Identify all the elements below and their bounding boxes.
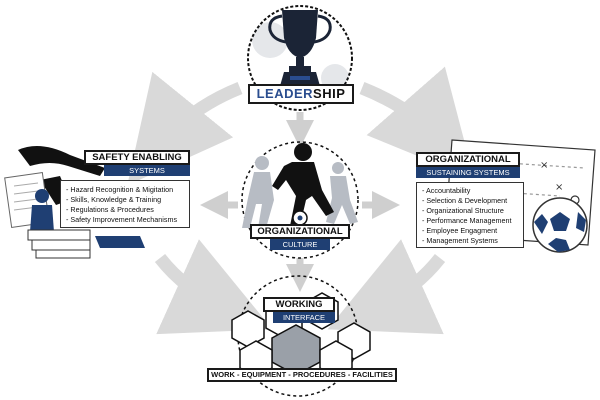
list-item: - Management Systems xyxy=(422,236,498,245)
list-item: - Hazard Recognition & Migitation xyxy=(66,185,174,194)
safety-enabling-subtitle: SYSTEMS xyxy=(104,165,190,176)
organizational-culture-title-text: ORGANIZATIONAL xyxy=(257,226,343,237)
working-interface-title: WORKING xyxy=(263,297,335,312)
list-item: - Organizational Structure xyxy=(422,206,504,215)
working-interface-footer-text: WORK - EQUIPMENT - PROCEDURES - FACILITI… xyxy=(211,370,393,379)
leadership-title-part1: LEADER xyxy=(256,86,314,101)
organizational-culture-subtitle-text: CULTURE xyxy=(282,240,318,249)
list-item: - Accountability xyxy=(422,186,471,195)
list-item: - Employee Engagment xyxy=(422,226,498,235)
organizational-culture-subtitle: CULTURE xyxy=(270,239,330,250)
list-item: - Selection & Development xyxy=(422,196,508,205)
safety-illustration xyxy=(4,146,145,259)
working-interface-title-text: WORKING xyxy=(275,299,323,310)
soccer-player-icon xyxy=(272,143,334,226)
organizational-sustaining-list: - Accountability - Selection & Developme… xyxy=(416,182,524,248)
working-interface-footer: WORK - EQUIPMENT - PROCEDURES - FACILITI… xyxy=(207,368,397,382)
list-item: - Performance Management xyxy=(422,216,512,225)
working-interface-subtitle-text: INTERFACE xyxy=(282,313,326,322)
organizational-sustaining-subtitle-text: SUSTAINING SYSTEMS xyxy=(426,168,510,177)
leadership-label: LEADERSHIP xyxy=(248,84,354,104)
arrow-leadership-to-safety xyxy=(127,71,243,186)
cycle-arrows xyxy=(127,66,475,335)
books-icon xyxy=(27,229,145,259)
person-silhouette-icon xyxy=(30,189,54,232)
arrow-leadership-to-organizational xyxy=(359,66,475,180)
list-item: - Safety Improvement Mechanisms xyxy=(66,215,178,224)
leadership-title-part2: SHIP xyxy=(313,86,346,101)
culture-node xyxy=(241,141,359,259)
working-interface-subtitle: INTERFACE xyxy=(273,312,335,323)
arrow-organizational-to-working xyxy=(327,239,446,335)
safety-enabling-title-text: SAFETY ENABLING xyxy=(92,152,182,163)
soccer-ball-icon xyxy=(292,210,308,226)
safety-enabling-title: SAFETY ENABLING xyxy=(84,150,190,165)
svg-text:×: × xyxy=(540,160,548,171)
trophy-icon xyxy=(268,10,332,86)
organizational-sustaining-title-text: ORGANIZATIONAL xyxy=(425,154,511,165)
soccer-ball-large-icon xyxy=(532,197,588,253)
safety-enabling-subtitle-text: SYSTEMS xyxy=(129,166,165,175)
list-item: - Skills, Knowledge & Training xyxy=(66,195,162,204)
safety-enabling-list: - Hazard Recognition & Migitation - Skil… xyxy=(60,180,190,228)
list-item: - Regulations & Procedures xyxy=(66,205,154,214)
organizational-sustaining-subtitle: SUSTAINING SYSTEMS xyxy=(416,167,520,178)
arrow-safety-to-working xyxy=(154,239,273,335)
svg-text:×: × xyxy=(555,182,563,193)
organizational-culture-title: ORGANIZATIONAL xyxy=(250,224,350,239)
inner-arrows xyxy=(200,112,400,292)
organizational-sustaining-title: ORGANIZATIONAL xyxy=(416,152,520,167)
